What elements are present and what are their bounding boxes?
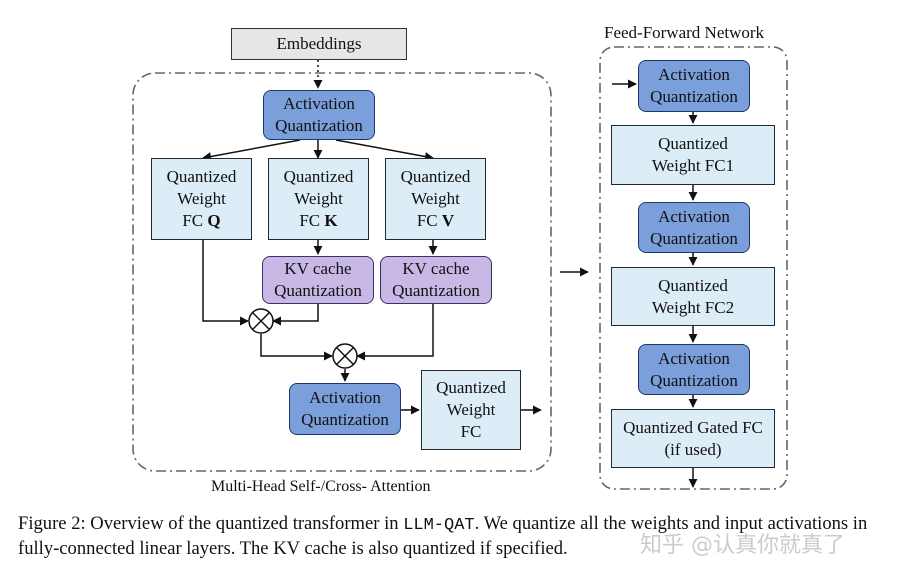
ffn-act1-label: Activation Quantization [650, 65, 738, 106]
caption-part1: Figure 2: Overview of the quantized tran… [18, 513, 404, 534]
embeddings-box: Embeddings [231, 28, 407, 60]
fc-k-line3: FC K [284, 210, 354, 232]
ffn-fc2-label: Quantized Weight FC2 [651, 275, 735, 317]
fc-q-letter: Q [207, 211, 221, 230]
multiply-node-2 [332, 343, 358, 369]
ffn-gated-fc: Quantized Gated FC (if used) [611, 409, 775, 468]
ffn-activation-quantization-3: Activation Quantization [638, 344, 750, 395]
fc-v-letter: V [441, 211, 455, 230]
weight-fc-v-text: Quantized Weight FC V [401, 166, 471, 232]
weight-fc-output: Quantized Weight FC [421, 370, 521, 450]
activation-quantization-label: Activation Quantization [275, 94, 363, 135]
caption-code: LLM-QAT [403, 516, 475, 535]
fc-k-line2: Weight [294, 189, 343, 208]
ffn-activation-quantization-2: Activation Quantization [638, 202, 750, 253]
fc-q-line1: Quantized [166, 167, 237, 186]
fc-out-line2: Weight [446, 400, 496, 419]
fc-k-line1: Quantized [283, 167, 354, 186]
caption-part2: . We quantize all the weights and input … [18, 513, 868, 559]
weight-fc-v: Quantized Weight FC V [385, 158, 486, 240]
kv-cache-quantization-k: KV cache Quantization [262, 256, 374, 304]
activation-quantization-top: Activation Quantization [263, 90, 375, 140]
activation-quantization-bottom: Activation Quantization [289, 383, 401, 435]
weight-fc-k: Quantized Weight FC K [268, 158, 369, 240]
multiply-node-1 [248, 308, 274, 334]
ffn-weight-fc2: Quantized Weight FC2 [611, 267, 775, 326]
ffn-act2-label: Activation Quantization [650, 206, 738, 248]
attention-container [132, 72, 552, 472]
ffn-fc1-label: Quantized Weight FC1 [651, 134, 735, 175]
ffn-activation-quantization-1: Activation Quantization [638, 60, 750, 112]
fc-v-line3: FC V [401, 210, 471, 232]
fc-out-line1: Quantized [436, 378, 506, 397]
watermark: 知乎 @认真你就真了 [640, 533, 845, 558]
fc-q-line2: Weight [177, 189, 226, 208]
fc-k-letter: K [324, 211, 338, 230]
fc-k-prefix: FC [299, 211, 325, 230]
fc-q-line3: FC Q [167, 210, 237, 232]
fc-v-line2: Weight [411, 189, 460, 208]
weight-fc-k-text: Quantized Weight FC K [284, 166, 354, 232]
weight-fc-q-text: Quantized Weight FC Q [167, 166, 237, 232]
weight-fc-q: Quantized Weight FC Q [151, 158, 252, 240]
ffn-title: Feed-Forward Network [604, 23, 765, 42]
ffn-gated-label: Quantized Gated FC (if used) [623, 417, 763, 459]
fc-v-line1: Quantized [400, 167, 471, 186]
weight-fc-output-text: Quantized Weight FC [436, 377, 506, 443]
activation-quantization-bottom-label: Activation Quantization [301, 388, 389, 429]
fc-q-prefix: FC [182, 211, 208, 230]
ffn-act3-label: Activation Quantization [650, 348, 738, 390]
ffn-container [599, 46, 788, 490]
kv-cache-quantization-v: KV cache Quantization [380, 256, 492, 304]
kv-cache-v-label: KV cache Quantization [392, 259, 480, 300]
figure-caption: Figure 2: Overview of the quantized tran… [18, 512, 908, 560]
attention-title: Multi-Head Self-/Cross- Attention [211, 478, 431, 495]
ffn-weight-fc1: Quantized Weight FC1 [611, 125, 775, 185]
fc-out-line3: FC [460, 422, 482, 441]
kv-cache-k-label: KV cache Quantization [274, 259, 362, 300]
embeddings-label: Embeddings [276, 34, 362, 53]
fc-v-prefix: FC [416, 211, 442, 230]
